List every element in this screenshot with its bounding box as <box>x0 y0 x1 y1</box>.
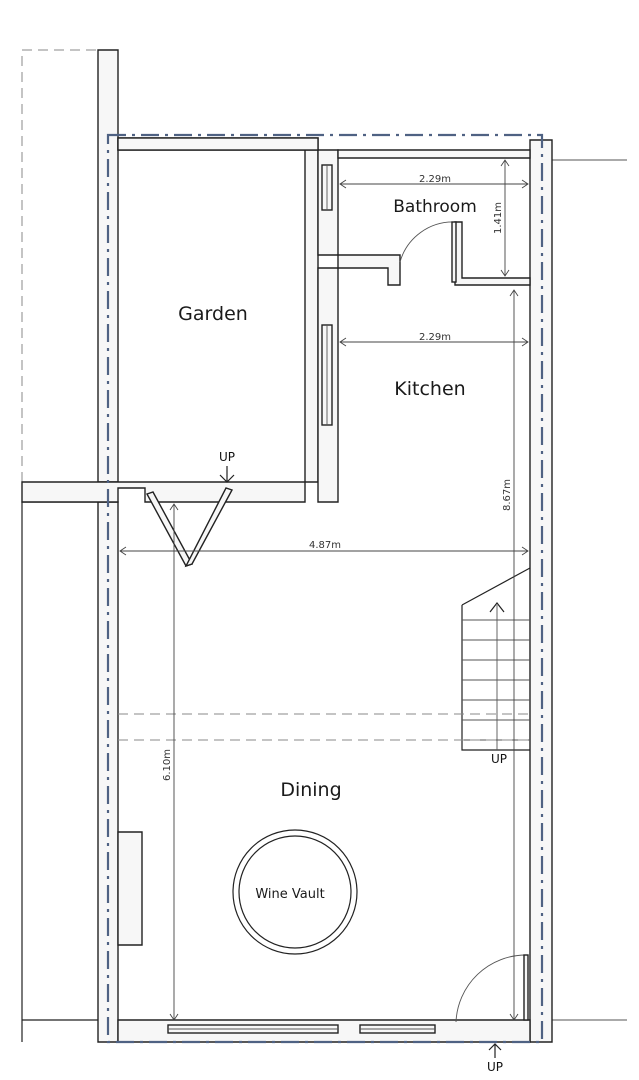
dimension-lines <box>119 159 529 1021</box>
wine-vault <box>232 829 358 955</box>
dining-label: Dining <box>280 779 341 801</box>
beam-lines <box>118 713 530 741</box>
garden-label: Garden <box>178 303 248 325</box>
front-door-swing <box>455 954 527 1023</box>
garden-divider-wall <box>304 149 319 483</box>
kitchen-width-label: 2.29m <box>419 332 451 343</box>
garden-step-arrow <box>219 466 235 483</box>
bathroom-width-label: 2.29m <box>419 174 451 185</box>
staircase <box>461 567 531 751</box>
property-boundary <box>106 133 544 1044</box>
stairs-arrow <box>489 602 505 613</box>
bathroom-door-swing <box>399 221 456 263</box>
kitchen-label: Kitchen <box>394 378 465 400</box>
wine-vault-label: Wine Vault <box>255 887 324 902</box>
right-party-wall <box>529 139 553 1043</box>
bathroom-label: Bathroom <box>393 197 477 217</box>
chimney-breast <box>117 831 143 946</box>
dining-depth-label: 6.10m <box>162 749 173 781</box>
front-door-leaf <box>523 954 529 1021</box>
bathroom-depth-label: 1.41m <box>493 202 504 234</box>
garden-step-wall <box>21 481 306 503</box>
bathroom-door-leaf <box>451 221 457 283</box>
bathroom-rear-wall <box>337 149 531 159</box>
kitchen-depth-label: 8.67m <box>502 479 513 511</box>
bathroom-front-wall-right <box>454 221 531 286</box>
dining-width-label: 4.87m <box>309 540 341 551</box>
entrance-step-arrow <box>488 1043 502 1058</box>
bifold-garden-door <box>145 487 234 568</box>
bathroom-front-wall-left <box>337 254 401 286</box>
stairs-up-label: UP <box>491 752 507 766</box>
windows <box>117 137 436 1034</box>
garden-step-up-label: UP <box>219 450 235 464</box>
up-arrows <box>219 466 502 1058</box>
doors <box>145 221 529 1023</box>
entrance-up-label: UP <box>487 1060 503 1074</box>
